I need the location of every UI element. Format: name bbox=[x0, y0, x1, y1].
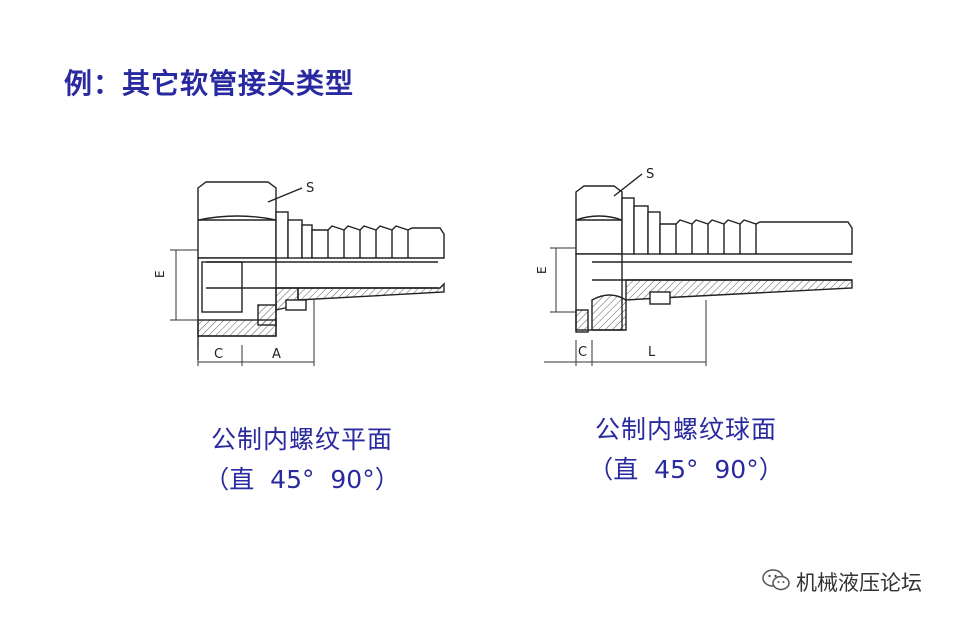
caption-title: 公制内螺纹平面 bbox=[210, 425, 393, 454]
caption-flat-face: 公制内螺纹平面 （直 45° 90°） bbox=[172, 420, 432, 496]
wechat-icon bbox=[762, 568, 790, 596]
caption-ball-face: 公制内螺纹球面 （直 45° 90°） bbox=[556, 410, 816, 486]
fitting-drawing-ball-face: S E C L bbox=[530, 150, 870, 380]
watermark-text: 机械液压论坛 bbox=[796, 571, 922, 595]
watermark: 机械液压论坛 bbox=[762, 567, 922, 597]
label-s: S bbox=[306, 181, 314, 196]
label-c: C bbox=[578, 345, 587, 360]
label-e: E bbox=[535, 266, 549, 274]
label-e: E bbox=[153, 270, 167, 278]
label-c: C bbox=[214, 347, 223, 362]
caption-angles: （直 45° 90°） bbox=[204, 465, 400, 494]
slide-title: 例：其它软管接头类型 bbox=[64, 67, 355, 100]
caption-angles: （直 45° 90°） bbox=[588, 455, 784, 484]
caption-title: 公制内螺纹球面 bbox=[594, 415, 777, 444]
label-a: A bbox=[272, 347, 281, 362]
fitting-drawing-flat-face: S E C A bbox=[118, 150, 458, 390]
label-s: S bbox=[646, 167, 654, 182]
label-l: L bbox=[648, 345, 656, 360]
